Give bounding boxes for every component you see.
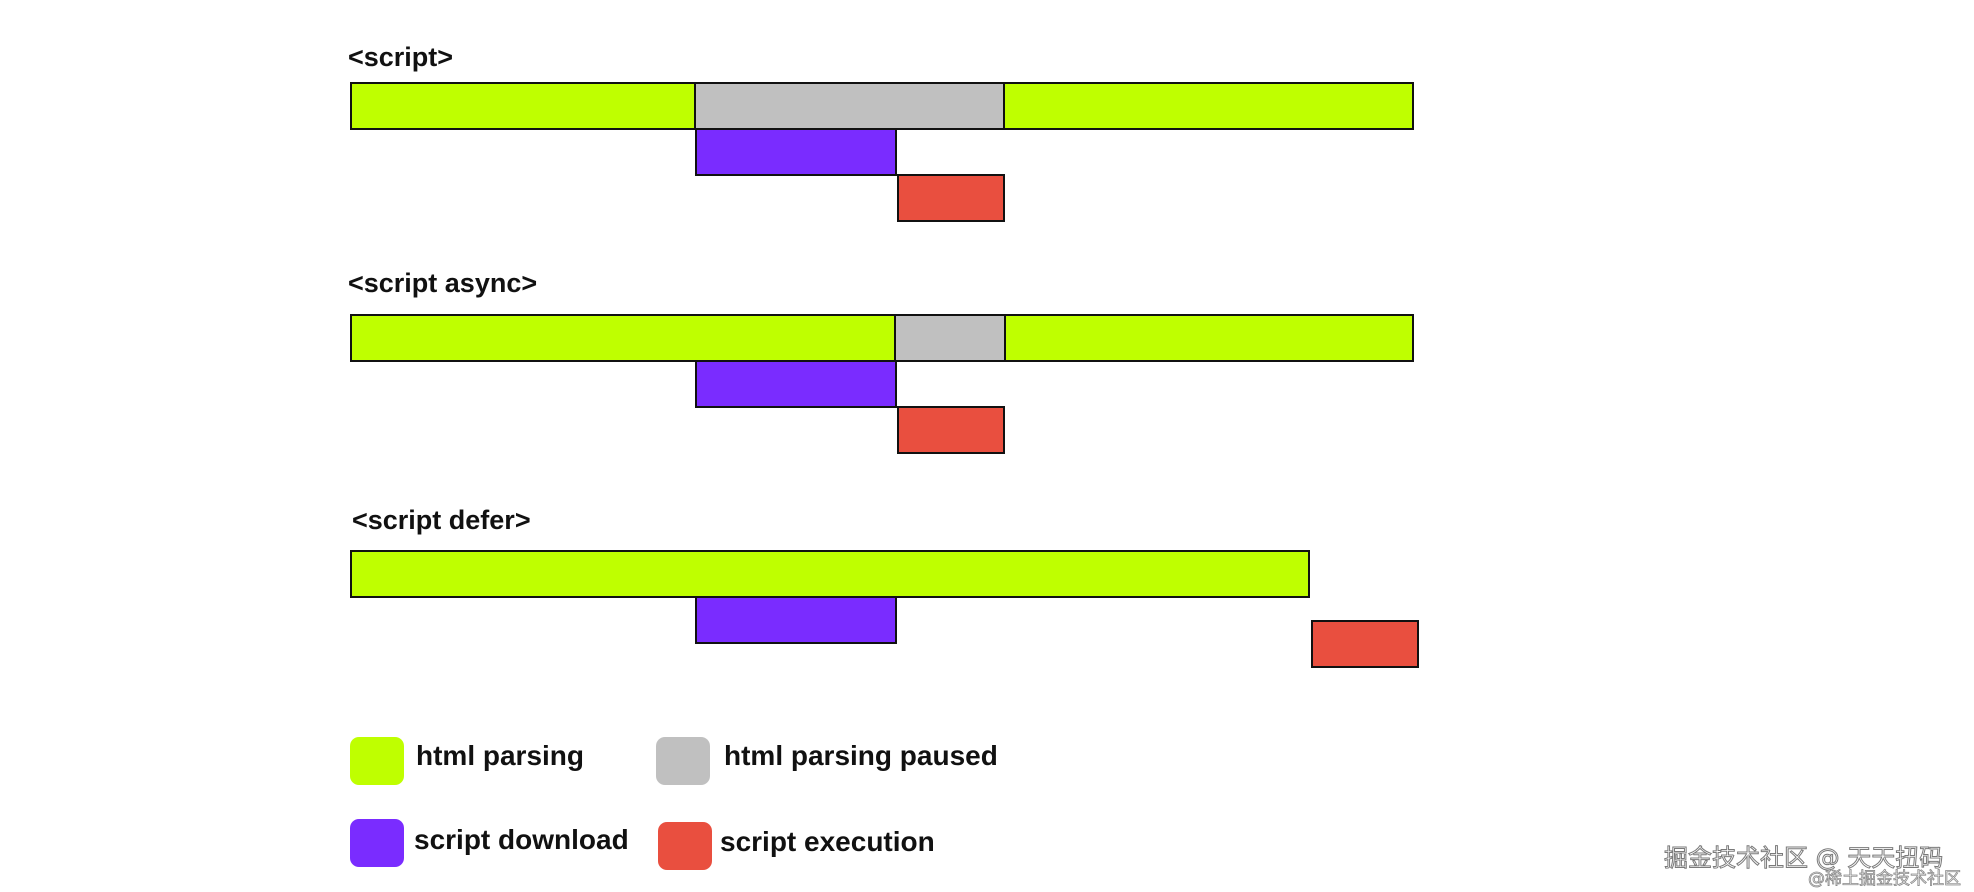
bar-script-download-s0-3 <box>695 128 897 176</box>
bar-html-parsing-paused-s0-1 <box>694 82 1005 130</box>
legend-swatch-script-execution <box>658 822 712 870</box>
bar-html-parsing-s0-2 <box>1003 82 1414 130</box>
bar-script-download-s2-1 <box>695 596 897 644</box>
watermark-text: 掘金技术社区 @ 天天扭码 <box>1663 844 1944 873</box>
bar-html-parsing-s1-0 <box>350 314 896 362</box>
bar-script-execution-s2-2 <box>1311 620 1419 668</box>
bar-script-download-s1-3 <box>695 360 897 408</box>
section-title-script: <script> <box>348 42 454 72</box>
bar-script-execution-s1-4 <box>897 406 1005 454</box>
legend-swatch-html-parsing <box>350 737 404 785</box>
watermark-subtext: @稀土掘金技术社区 <box>1808 869 1962 890</box>
legend-label-script-execution: script execution <box>720 826 935 857</box>
legend-label-html-parsing-paused: html parsing paused <box>724 740 998 771</box>
bar-script-execution-s0-4 <box>897 174 1005 222</box>
bar-html-parsing-s0-0 <box>350 82 696 130</box>
section-title-script-async: <script async> <box>348 268 538 298</box>
legend-label-html-parsing: html parsing <box>416 740 585 771</box>
bar-html-parsing-paused-s1-1 <box>894 314 1006 362</box>
section-title-script-defer: <script defer> <box>352 505 531 535</box>
bar-html-parsing-s2-0 <box>350 550 1310 598</box>
legend-swatch-script-download <box>350 819 404 867</box>
legend-swatch-html-parsing-paused <box>656 737 710 785</box>
bar-html-parsing-s1-2 <box>1004 314 1414 362</box>
legend-label-script-download: script download <box>414 824 629 855</box>
